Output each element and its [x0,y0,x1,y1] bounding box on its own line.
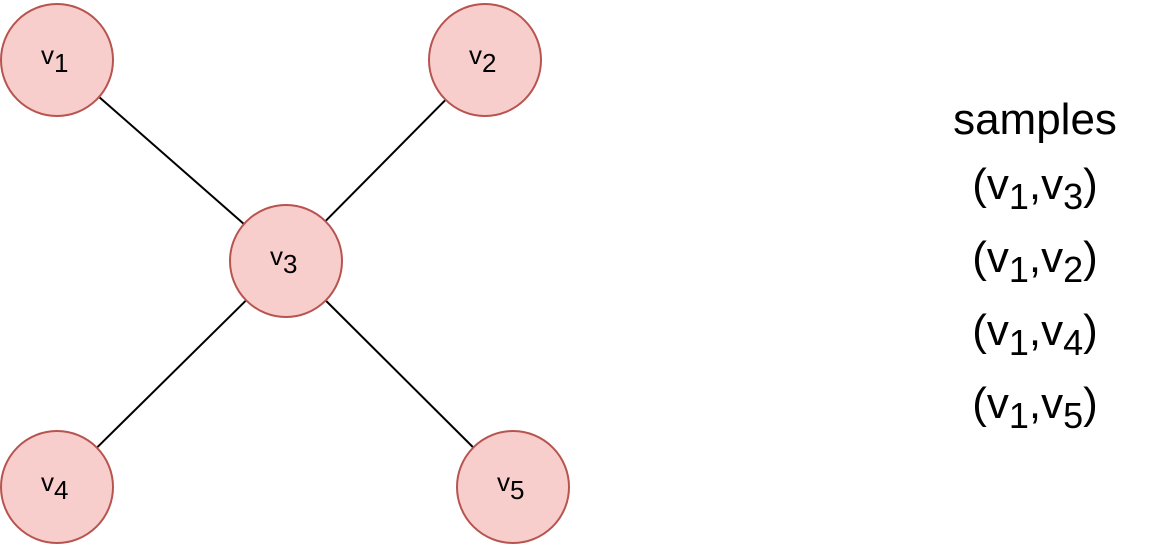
sample-first-base: v [986,160,1009,209]
node-label-index: 3 [283,249,297,279]
node-label-base: v [270,241,283,271]
sample-first-base: v [986,306,1009,355]
samples-list: (v1,v3) (v1,v2) (v1,v4) (v1,v5) [930,148,1140,440]
sample-second-base: v [1041,160,1064,209]
sample-second-index: 5 [1063,395,1084,436]
sample-first-index: 1 [1008,322,1029,363]
node-circle [0,3,114,117]
sample-first-index: 1 [1008,176,1029,217]
node-circle [456,430,570,544]
sample-second-index: 3 [1063,176,1084,217]
sample-first-index: 1 [1008,395,1029,436]
sample-row: (v1,v2) [972,233,1098,290]
sample-first-base: v [986,379,1009,428]
node-label-index: 1 [54,48,68,78]
sample-first-base: v [986,233,1009,282]
sample-row: (v1,v4) [972,306,1098,363]
node-v1: v1 [0,3,114,117]
sample-first-index: 1 [1008,249,1029,290]
node-label-base: v [41,40,54,70]
sample-second-index: 2 [1063,249,1084,290]
node-circle [0,430,114,544]
node-label-base: v [469,40,482,70]
node-label-base: v [41,467,54,497]
node-label-index: 5 [510,475,524,505]
sample-row: (v1,v3) [972,160,1098,217]
node-v4: v4 [0,430,114,544]
node-label: v3 [270,241,297,279]
edges [96,96,475,449]
sample-row: (v1,v5) [972,379,1098,436]
sample-second-base: v [1041,306,1064,355]
sample-second-index: 4 [1063,322,1084,363]
node-label-index: 2 [482,48,496,78]
node-label: v1 [41,40,68,78]
sample-second-base: v [1041,379,1064,428]
node-circle [229,204,343,318]
samples-panel: samples (v1,v3) (v1,v2) (v1,v4) (v1,v5) [930,92,1140,440]
node-v3: v3 [229,204,343,318]
sample-second-base: v [1041,233,1064,282]
edge-v4-v3 [96,299,247,449]
node-v5: v5 [456,430,570,544]
edge-v1-v3 [98,96,245,225]
node-circle [428,3,542,117]
edge-v5-v3 [324,299,475,449]
node-label-base: v [497,467,510,497]
node-label: v4 [41,467,68,505]
edge-v2-v3 [324,99,447,222]
samples-title: samples [953,95,1117,144]
node-label-index: 4 [54,475,68,505]
node-v2: v2 [428,3,542,117]
node-label: v5 [497,467,524,505]
node-label: v2 [469,40,496,78]
